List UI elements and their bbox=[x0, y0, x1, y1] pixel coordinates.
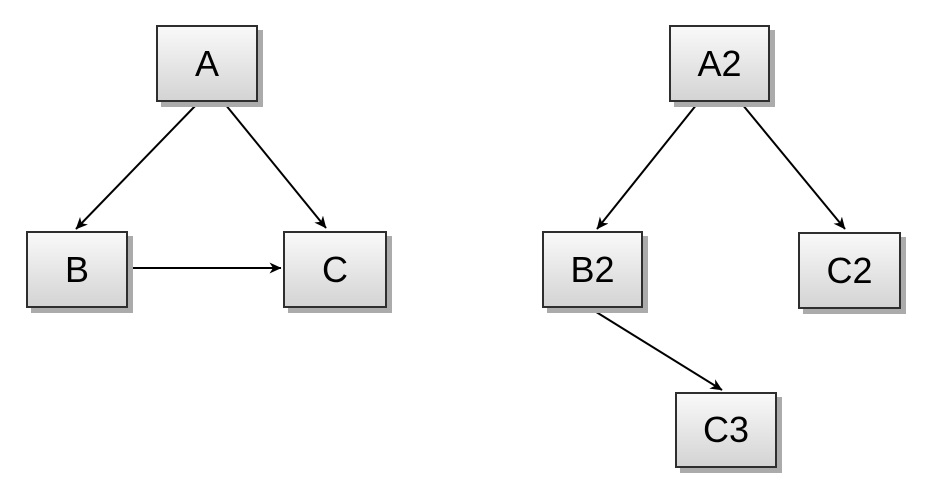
edge-A-to-C bbox=[224, 103, 327, 229]
node-label-C3: C3 bbox=[702, 409, 750, 450]
node-label-A2: A2 bbox=[697, 42, 742, 84]
node-B2: B2 bbox=[542, 231, 643, 308]
node-label-C: C bbox=[322, 248, 348, 290]
edge-A2-to-C2 bbox=[741, 103, 846, 230]
edge-A2-to-B2 bbox=[596, 103, 698, 230]
node-B: B bbox=[26, 231, 128, 308]
node-A: A bbox=[156, 25, 258, 102]
node-label-C2: C2 bbox=[826, 249, 873, 291]
node-C: C bbox=[283, 231, 387, 308]
node-C2: C2 bbox=[798, 232, 901, 309]
edge-A-to-B bbox=[75, 103, 198, 230]
node-C3: C3 bbox=[675, 392, 777, 468]
node-label-B: B bbox=[64, 248, 89, 290]
edge-B2-to-C3 bbox=[592, 309, 723, 391]
node-label-A: A bbox=[194, 42, 219, 84]
node-label-B2: B2 bbox=[570, 248, 615, 290]
node-A2: A2 bbox=[669, 25, 770, 102]
